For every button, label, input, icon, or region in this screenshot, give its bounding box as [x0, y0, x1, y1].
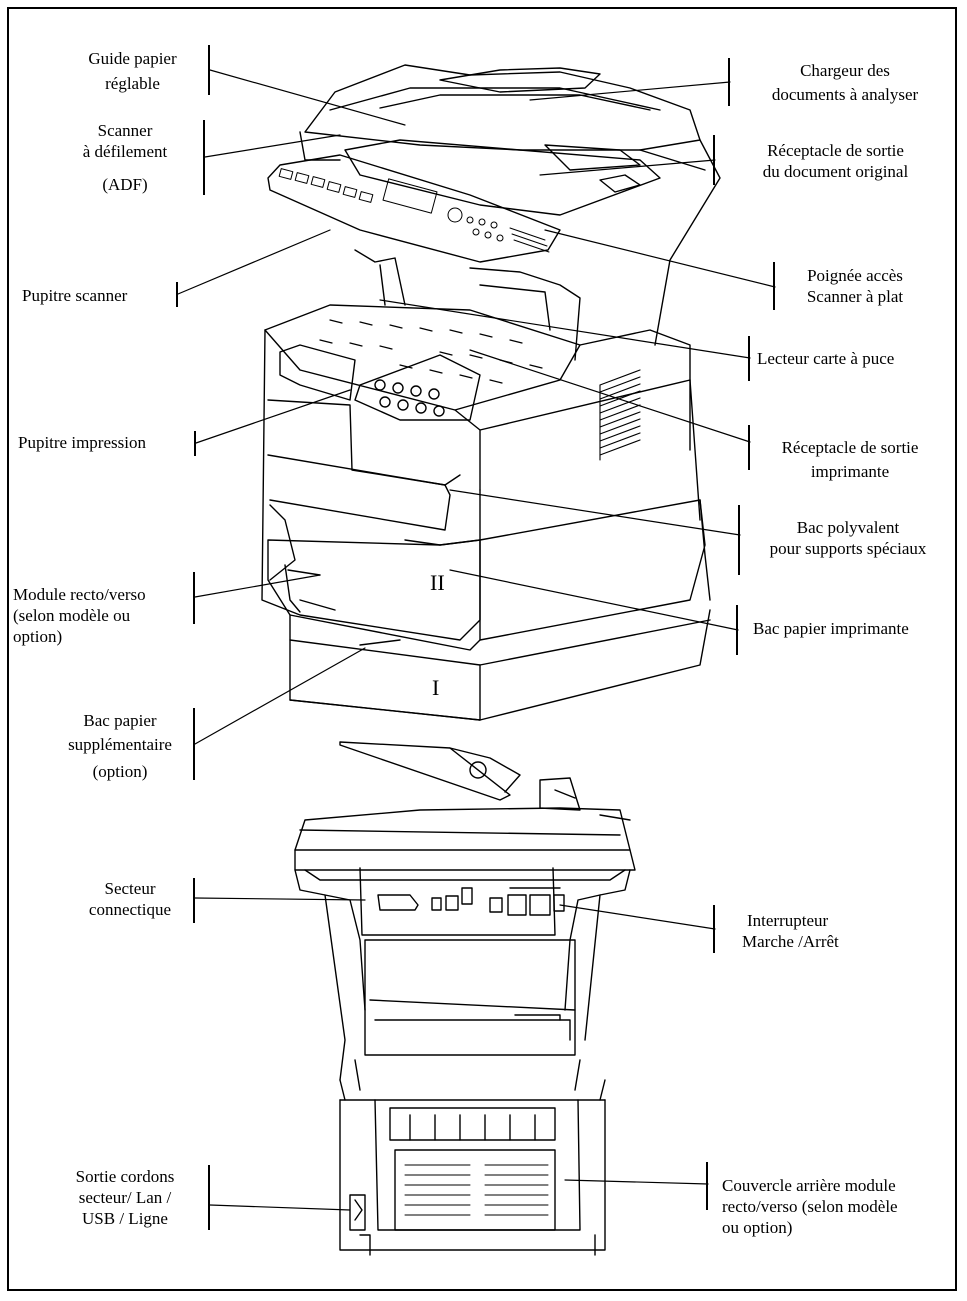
label-interrupteur: Interrupteur Marche /Arrêt	[742, 910, 839, 952]
label-line: Poignée accès	[807, 266, 903, 285]
tick-scanner-adf	[203, 120, 205, 195]
tick-secteur-connectique	[193, 878, 195, 923]
label-line: secteur/ Lan /	[78, 1188, 172, 1207]
tray-mark-2: II	[430, 570, 445, 595]
label-line: Sortie cordons	[75, 1167, 175, 1186]
label-line: (ADF)	[102, 175, 148, 194]
label-line: Réceptacle de sortie	[781, 438, 919, 457]
label-line: Lecteur carte à puce	[757, 349, 895, 368]
tick-module-recto-verso	[193, 572, 195, 624]
label-lecteur-carte: Lecteur carte à puce	[757, 348, 894, 369]
label-line: Scanner	[97, 121, 153, 140]
label-line: documents à analyser	[771, 85, 919, 104]
label-receptacle-imprimante: Réceptacle de sortie imprimante	[755, 437, 945, 482]
tick-pupitre-impression	[194, 431, 196, 456]
tick-receptacle-original	[713, 135, 715, 185]
tick-bac-polyvalent	[738, 505, 740, 575]
label-poignee: Poignée accès Scanner à plat	[780, 265, 930, 307]
tick-bac-papier-imprimante	[736, 605, 738, 655]
label-module-recto-verso: Module recto/verso (selon modèle ou opti…	[13, 584, 146, 647]
label-chargeur: Chargeur des documents à analyser	[745, 60, 945, 105]
label-bac-supplementaire: Bac papier supplémentaire (option)	[50, 710, 190, 782]
leader-lines	[177, 69, 776, 1211]
label-line: Bac polyvalent	[796, 518, 900, 537]
label-secteur-connectique: Secteur connectique	[70, 878, 190, 920]
label-line: Bac papier imprimante	[753, 619, 909, 638]
tick-pupitre-scanner	[176, 282, 178, 307]
printer-front-view	[261, 64, 721, 721]
label-scanner-adf: Scanner à défilement (ADF)	[55, 120, 195, 195]
tray-mark-1: I	[432, 675, 439, 700]
label-line: Pupitre impression	[18, 433, 146, 452]
label-line: Réceptacle de sortie	[767, 141, 904, 160]
label-line: Bac papier	[83, 711, 157, 730]
label-line: à défilement	[82, 142, 168, 161]
figure-frame	[7, 7, 957, 1291]
tick-guide-papier	[208, 45, 210, 95]
label-line: Pupitre scanner	[22, 286, 128, 305]
tick-interrupteur	[713, 905, 715, 953]
label-bac-papier-imprimante: Bac papier imprimante	[753, 618, 909, 639]
label-line: Secteur	[104, 879, 156, 898]
label-bac-polyvalent: Bac polyvalent pour supports spéciaux	[742, 517, 954, 559]
tick-receptacle-imprimante	[748, 425, 750, 470]
tick-bac-supplementaire	[193, 708, 195, 780]
tick-chargeur	[728, 58, 730, 106]
tick-couvercle-arriere	[706, 1162, 708, 1210]
label-line: connectique	[88, 900, 172, 919]
label-couvercle-arriere: Couvercle arrière module recto/verso (se…	[722, 1175, 898, 1238]
label-line: option)	[13, 627, 63, 646]
tick-poignee	[773, 262, 775, 310]
label-line: USB / Ligne	[82, 1209, 168, 1228]
tick-lecteur-carte	[748, 336, 750, 381]
label-line: réglable	[105, 74, 160, 93]
label-guide-papier: Guide papier réglable	[60, 48, 205, 94]
label-line: supplémentaire	[68, 735, 172, 754]
label-line: Couvercle arrière module	[722, 1176, 896, 1195]
label-receptacle-original: Réceptacle de sortie du document origina…	[728, 140, 943, 182]
label-line: Interrupteur	[747, 911, 829, 930]
label-line: Scanner à plat	[806, 287, 904, 306]
label-line: du document original	[762, 162, 909, 181]
label-pupitre-scanner: Pupitre scanner	[22, 285, 127, 306]
label-line: Chargeur des	[800, 61, 890, 80]
label-line: ou option)	[722, 1218, 793, 1237]
label-line: (option)	[92, 762, 148, 781]
label-line: Marche /Arrêt	[742, 932, 839, 951]
label-line: recto/verso (selon modèle	[722, 1197, 898, 1216]
label-line: Module recto/verso	[13, 585, 146, 604]
label-line: pour supports spéciaux	[769, 539, 927, 558]
label-sortie-cordons: Sortie cordons secteur/ Lan / USB / Lign…	[45, 1166, 205, 1229]
printer-back-view	[294, 741, 636, 1256]
label-pupitre-impression: Pupitre impression	[18, 432, 146, 453]
label-line: imprimante	[810, 462, 890, 481]
label-line: Guide papier	[88, 49, 177, 68]
tick-sortie-cordons	[208, 1165, 210, 1230]
label-line: (selon modèle ou	[13, 606, 131, 625]
